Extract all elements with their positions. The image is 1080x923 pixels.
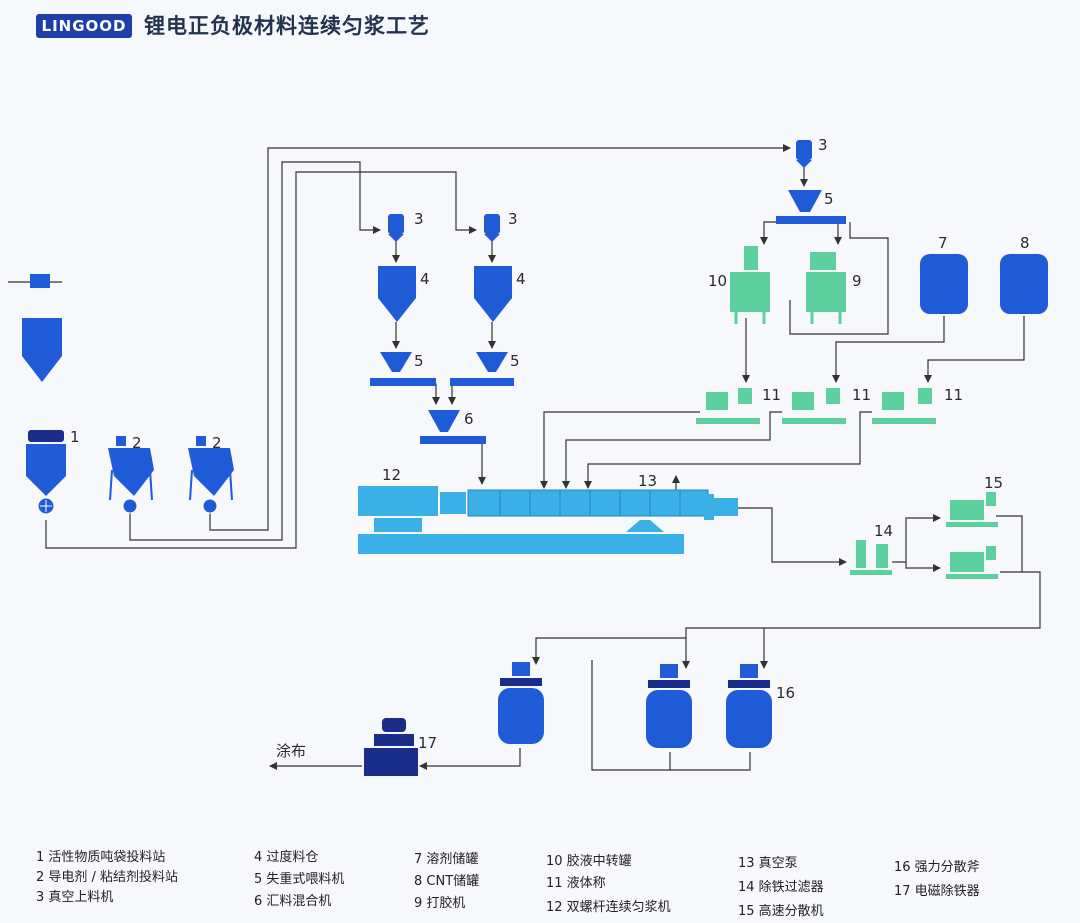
- vacuum-loader-top: [796, 140, 812, 168]
- conductive-agent-station-a: [108, 436, 154, 514]
- label-5c: 5: [824, 190, 834, 208]
- label-7: 7: [938, 234, 948, 252]
- liquid-scale-b: [782, 388, 846, 424]
- label-6: 6: [464, 410, 474, 428]
- label-5b: 5: [510, 352, 520, 370]
- legend-item-10: 10 胶液中转罐: [546, 854, 632, 869]
- liquid-scale-c: [872, 388, 936, 424]
- label-16: 16: [776, 684, 795, 702]
- label-3a: 3: [414, 210, 424, 228]
- legend-item-9: 9 打胶机: [414, 896, 466, 911]
- label-1: 1: [70, 428, 80, 446]
- feed-hopper: [8, 274, 62, 382]
- vacuum-loader-b: [484, 214, 500, 242]
- liquid-scale-a: [696, 388, 760, 424]
- label-15: 15: [984, 474, 1003, 492]
- conductive-agent-station-b: [188, 436, 234, 514]
- label-output: 涂布: [276, 742, 306, 760]
- label-11b: 11: [852, 386, 871, 404]
- vacuum-loader-a: [388, 214, 404, 242]
- lw-feeder-a: [370, 352, 436, 386]
- legend-item-13: 13 真空泵: [738, 856, 798, 871]
- label-5a: 5: [414, 352, 424, 370]
- lw-feeder-b: [450, 352, 514, 386]
- buffer-bin-a: [378, 266, 416, 322]
- legend-item-8: 8 CNT储罐: [414, 874, 480, 889]
- disperser-b: [946, 546, 998, 579]
- electromagnetic-iron-remover: [364, 718, 418, 776]
- page-title: 锂电正负极材料连续匀浆工艺: [144, 14, 430, 38]
- legend-item-7: 7 溶剂储罐: [414, 852, 479, 867]
- legend-item-12: 12 双螺杆连续匀浆机: [546, 900, 671, 915]
- label-17: 17: [418, 734, 437, 752]
- legend-item-16: 16 强力分散斧: [894, 860, 980, 875]
- dispersion-kettle-a: [498, 662, 544, 744]
- legend-item-5: 5 失重式喂料机: [254, 872, 345, 887]
- label-8: 8: [1020, 234, 1030, 252]
- label-9: 9: [852, 272, 862, 290]
- legend-item-2: 2 导电剂 / 粘结剂投料站: [36, 870, 179, 885]
- glue-transfer-tank: [730, 246, 770, 324]
- label-11c: 11: [944, 386, 963, 404]
- cnt-tank: [1000, 254, 1048, 314]
- glue-machine: [806, 252, 846, 324]
- legend-item-1: 1 活性物质吨袋投料站: [36, 850, 166, 865]
- dispersion-kettle-b: [646, 664, 692, 748]
- legend-item-4: 4 过度料仓: [254, 850, 319, 865]
- label-2a: 2: [132, 434, 142, 452]
- label-4a: 4: [420, 270, 430, 288]
- legend-item-6: 6 汇料混合机: [254, 894, 332, 909]
- legend-item-14: 14 除铁过滤器: [738, 880, 824, 895]
- pipe-1-to-3: [45, 171, 477, 549]
- legend-item-17: 17 电磁除铁器: [894, 884, 980, 899]
- lw-feeder-top: [776, 190, 846, 224]
- iron-removal-filter: [850, 540, 892, 575]
- pipe-2a-to-3: [129, 161, 381, 541]
- brand-logo: LINGOOD: [36, 14, 132, 38]
- buffer-bin-b: [474, 266, 512, 322]
- pipe-2b-to-3top: [209, 144, 791, 531]
- twin-screw-mixer: [358, 486, 738, 554]
- label-10: 10: [708, 272, 727, 290]
- label-2b: 2: [212, 434, 222, 452]
- legend-item-11: 11 液体称: [546, 876, 606, 891]
- process-diagram: 1 2 2 3 3 3 4 4 5 5 5 6 7 8 9 10 11 11 1…: [8, 136, 1048, 776]
- bulk-bag-station: [26, 430, 66, 515]
- label-13: 13: [638, 472, 657, 490]
- dispersion-kettle-c: [726, 664, 772, 748]
- legend-item-3: 3 真空上料机: [36, 890, 114, 905]
- header: LINGOOD 锂电正负极材料连续匀浆工艺: [0, 0, 1080, 52]
- confluence-mixer: [420, 410, 486, 444]
- legend-item-15: 15 高速分散机: [738, 904, 824, 919]
- disperser-a: [946, 492, 998, 527]
- legend: 1 活性物质吨袋投料站 2 导电剂 / 粘结剂投料站 3 真空上料机 4 过度料…: [0, 838, 1080, 923]
- solvent-tank: [920, 254, 968, 314]
- pipe-network: [45, 144, 1041, 771]
- label-12: 12: [382, 466, 401, 484]
- label-14: 14: [874, 522, 893, 540]
- label-11a: 11: [762, 386, 781, 404]
- label-4b: 4: [516, 270, 526, 288]
- label-3b: 3: [508, 210, 518, 228]
- label-3c: 3: [818, 136, 828, 154]
- equipment-labels: 1 2 2 3 3 3 4 4 5 5 5 6 7 8 9 10 11 11 1…: [70, 136, 1030, 760]
